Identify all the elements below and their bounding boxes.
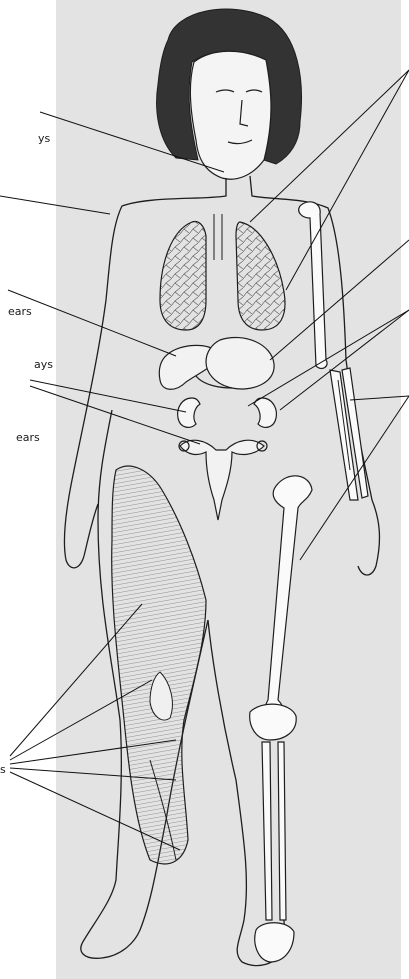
- stomach-liver: [159, 337, 274, 389]
- label-muscles: s: [0, 764, 6, 776]
- label-kidneys: ays: [34, 359, 53, 371]
- face: [190, 51, 271, 179]
- arm-bones: [299, 202, 368, 500]
- leg-muscles: [112, 466, 206, 864]
- label-uterus: ears: [16, 432, 40, 444]
- label-thyroid: ys: [38, 133, 50, 145]
- label-stomach: ears: [8, 306, 32, 318]
- uterus: [179, 440, 267, 520]
- lungs: [160, 214, 285, 330]
- leg-bones: [250, 476, 312, 962]
- kidneys: [178, 398, 277, 427]
